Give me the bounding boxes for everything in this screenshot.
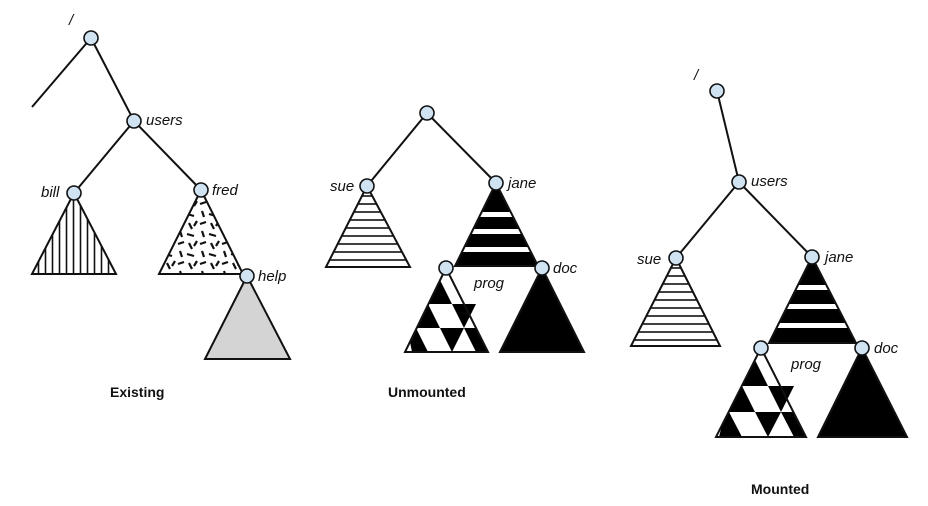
mounted-prog-subtree-triangle — [714, 345, 808, 438]
unmounted-root-sue-edge — [366, 112, 428, 187]
existing-bill-subtree-triangle — [30, 190, 118, 275]
unmounted-sue-node — [359, 178, 375, 194]
unmounted-jane-node — [488, 175, 504, 191]
mounted-sue-label: sue — [637, 251, 661, 268]
existing-bill-node — [66, 185, 82, 201]
unmounted-prog-label: prog — [473, 275, 505, 292]
unmounted-prog-subtree-triangle — [403, 265, 490, 353]
unmounted-root-jane-edge — [426, 112, 497, 184]
mounted-users-node — [731, 174, 747, 190]
mounted-users-sue-edge — [675, 181, 740, 259]
existing-tree: / users bill fred help Existing — [30, 12, 292, 400]
unmounted-doc-label: doc — [553, 260, 578, 277]
mounted-doc-label: doc — [874, 340, 899, 357]
existing-help-label: help — [258, 268, 286, 285]
existing-caption: Existing — [110, 384, 164, 400]
mounted-jane-subtree-triangle — [755, 254, 870, 344]
unmounted-doc-subtree-triangle — [498, 265, 586, 353]
mounted-prog-node — [753, 340, 769, 356]
unmounted-jane-label: jane — [506, 175, 536, 192]
mounted-users-jane-edge — [738, 181, 813, 258]
mounted-root-slash-label: / — [693, 67, 700, 84]
mounted-root-users-edge — [716, 90, 740, 183]
mounted-sue-node — [668, 250, 684, 266]
existing-users-bill-edge — [73, 120, 135, 194]
existing-help-node — [239, 268, 255, 284]
existing-fred-label: fred — [212, 182, 239, 199]
existing-root-left-edge — [31, 37, 92, 108]
mounted-users-label: users — [751, 173, 788, 190]
unmounted-jane-subtree-triangle — [440, 180, 550, 267]
mounted-jane-node — [804, 249, 820, 265]
mounted-sue-subtree-triangle — [629, 255, 722, 347]
existing-root-slash-label: / — [68, 12, 75, 29]
mounted-doc-subtree-triangle — [816, 345, 909, 438]
existing-help-subtree-triangle — [203, 273, 292, 360]
existing-root-users-edge — [90, 37, 135, 122]
existing-root-node — [83, 30, 99, 46]
unmounted-sue-subtree-triangle — [324, 183, 412, 268]
unmounted-tree: sue jane prog doc Unmounted — [324, 105, 586, 400]
unmounted-prog-node — [438, 260, 454, 276]
mounted-jane-label: jane — [823, 249, 853, 266]
existing-users-label: users — [146, 112, 183, 129]
existing-users-node — [126, 113, 142, 129]
mounted-root-node — [709, 83, 725, 99]
unmounted-doc-node — [534, 260, 550, 276]
existing-fred-node — [193, 182, 209, 198]
mounted-doc-node — [854, 340, 870, 356]
existing-bill-label: bill — [41, 184, 60, 201]
unmounted-caption: Unmounted — [388, 384, 466, 400]
mounted-prog-label: prog — [790, 356, 822, 373]
unmounted-sue-label: sue — [330, 178, 354, 195]
existing-fred-subtree-triangle — [157, 187, 245, 275]
unmounted-root-node — [419, 105, 435, 121]
mounted-tree: / users sue jane — [629, 67, 909, 497]
mounted-caption: Mounted — [751, 481, 809, 497]
existing-users-fred-edge — [133, 120, 202, 191]
